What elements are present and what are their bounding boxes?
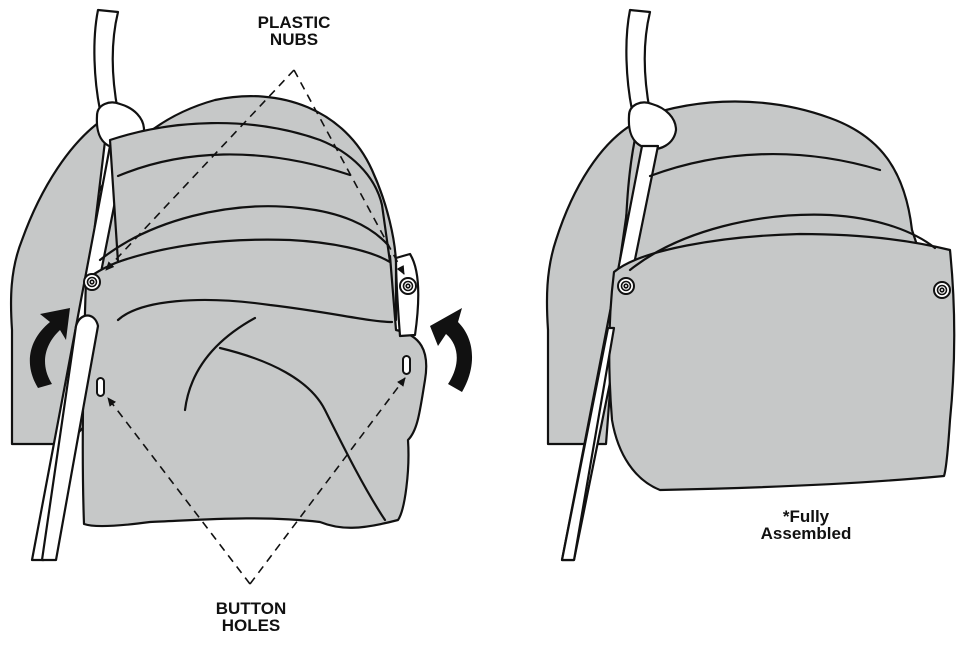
right-handle-tube [626,10,650,112]
left-button-hole-left-icon [97,378,104,396]
plastic-nubs-label: PLASTIC NUBS [258,14,331,48]
button-holes-label-line1: BUTTON [216,600,287,617]
right-canopy-figure [547,10,954,560]
button-holes-label: BUTTON HOLES [216,600,287,634]
right-rotate-arrow-icon [430,308,472,392]
left-nub-left-icon [84,274,100,290]
right-nub-left-icon [618,278,634,294]
plastic-nubs-label-line1: PLASTIC [258,14,331,31]
left-nub-right-icon [400,278,416,294]
left-handle-tube [94,10,118,112]
right-canopy-front-panel [609,234,954,490]
fully-assembled-label-line2: Assembled [761,525,852,542]
right-nub-right-icon [934,282,950,298]
fully-assembled-label-line1: *Fully [761,508,852,525]
left-frame-right-tube [396,254,418,336]
left-canopy-front-drape [83,239,427,528]
fully-assembled-label: *Fully Assembled [761,508,852,542]
button-holes-label-line2: HOLES [216,617,287,634]
plastic-nubs-label-line2: NUBS [258,31,331,48]
left-button-hole-right-icon [403,356,410,374]
left-canopy-figure [11,10,472,584]
